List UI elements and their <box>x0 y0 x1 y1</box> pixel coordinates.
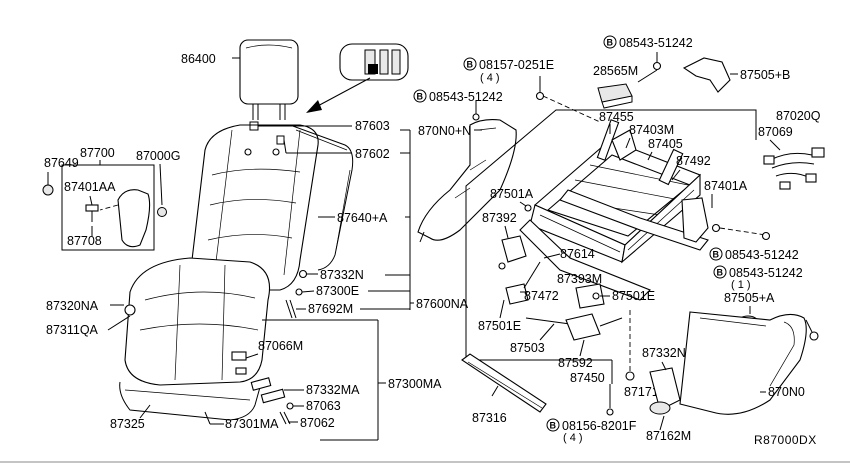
label-87492: 87492 <box>676 154 711 168</box>
bolt-symbol-2: B <box>467 60 474 70</box>
label-87405: 87405 <box>648 137 683 151</box>
bolt-symbol-6: B <box>717 268 724 278</box>
label-87640A: 87640+A <box>337 211 388 225</box>
side-panel-right <box>649 311 807 415</box>
label-87501Eb: 87501E <box>478 319 521 333</box>
label-87614: 87614 <box>560 247 595 261</box>
label-08543b: 08543-51242 <box>619 36 693 50</box>
label-87332Nb: 87332N <box>642 346 686 360</box>
headrest <box>239 39 299 120</box>
label-87301MA: 87301MA <box>225 417 279 431</box>
label-87505B: 87505+B <box>740 68 790 82</box>
label-87332N: 87332N <box>320 268 364 282</box>
label-86400: 86400 <box>181 52 216 66</box>
label-87062: 87062 <box>300 416 335 430</box>
qty-08543d: ( 1 ) <box>731 279 751 291</box>
label-87692M: 87692M <box>308 302 353 316</box>
label-87401AA: 87401AA <box>64 180 116 194</box>
label-87472: 87472 <box>524 289 559 303</box>
seatback <box>191 124 319 291</box>
seat-cushion <box>124 257 271 386</box>
label-87503: 87503 <box>510 341 545 355</box>
label-87020Q: 87020Q <box>776 109 821 123</box>
label-87066M: 87066M <box>258 339 303 353</box>
label-87403M: 87403M <box>629 123 674 137</box>
armrest-assembly <box>61 164 155 251</box>
label-87162M: 87162M <box>646 429 691 443</box>
label-08157: 08157-0251E <box>479 58 554 72</box>
label-87401A: 87401A <box>704 179 748 193</box>
label-08543c: 08543-51242 <box>725 248 799 262</box>
label-87700: 87700 <box>80 146 115 160</box>
label-87300MA: 87300MA <box>388 377 442 391</box>
bolt-symbol-4: B <box>713 250 720 260</box>
inset-view <box>306 43 409 113</box>
seat-track-frame <box>519 119 709 301</box>
wire-harness <box>763 147 825 190</box>
label-870N0N: 870N0+N <box>418 124 471 138</box>
label-87450: 87450 <box>570 371 605 385</box>
label-87602: 87602 <box>355 147 390 161</box>
label-87000G: 87000G <box>136 149 180 163</box>
label-87320NA: 87320NA <box>46 299 99 313</box>
label-87311QA: 87311QA <box>46 323 99 337</box>
label-87603: 87603 <box>355 119 390 133</box>
qty-08157: ( 4 ) <box>480 72 500 84</box>
qty-08156: ( 4 ) <box>563 432 583 444</box>
label-28565M: 28565M <box>593 64 638 78</box>
label-08156: 08156-8201F <box>562 419 637 433</box>
label-870N0: 870N0 <box>768 385 805 399</box>
label-87501A: 87501A <box>490 187 534 201</box>
label-87325: 87325 <box>110 417 145 431</box>
label-87069: 87069 <box>758 125 793 139</box>
label-87171: 87171 <box>624 385 659 399</box>
bolt-symbol-3: B <box>607 38 614 48</box>
label-87505A: 87505+A <box>724 291 775 305</box>
label-87332MA: 87332MA <box>306 383 360 397</box>
label-87392: 87392 <box>482 211 517 225</box>
label-87600NA: 87600NA <box>416 297 469 311</box>
label-87501Ea: 87501E <box>612 289 655 303</box>
label-87300E: 87300E <box>316 284 359 298</box>
label-87063: 87063 <box>306 399 341 413</box>
label-87708: 87708 <box>67 234 102 248</box>
side-panel-left <box>417 119 517 243</box>
rail-cover <box>461 353 547 413</box>
reference-code: R87000DX <box>754 433 817 447</box>
label-87455: 87455 <box>599 110 634 124</box>
bolt-symbol-1: B <box>417 92 424 102</box>
label-08543d: 08543-51242 <box>729 266 803 280</box>
label-08543a: 08543-51242 <box>429 90 503 104</box>
bolt-symbol-5: B <box>550 421 557 431</box>
label-87649: 87649 <box>44 156 79 170</box>
label-87393M: 87393M <box>557 272 602 286</box>
label-87592: 87592 <box>558 356 593 370</box>
label-87316: 87316 <box>472 411 507 425</box>
